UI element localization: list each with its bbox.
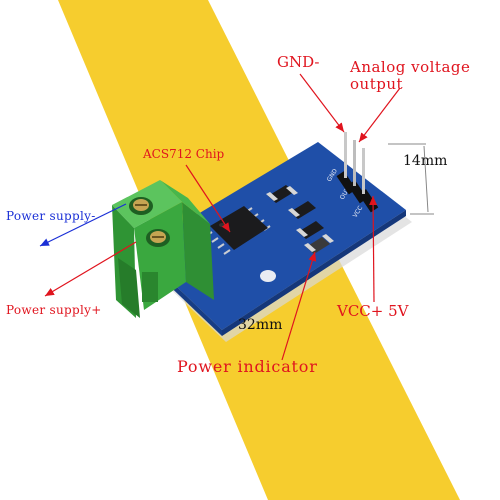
mounting-hole [260, 270, 276, 282]
pcb-edge-right [222, 210, 406, 336]
smd-components [266, 185, 334, 254]
analog-output-label-line2: output [350, 75, 404, 94]
gnd-label: GND- [277, 53, 320, 71]
arrow-power-indicator [281, 251, 317, 361]
screw-terminal [112, 180, 214, 318]
acs712-chip [205, 206, 271, 255]
width-dimension-label: 14mm [403, 153, 448, 169]
dimension-14mm [388, 143, 434, 215]
chip-label: ACS712 Chip [143, 147, 225, 161]
pointer-arrows [39, 73, 401, 361]
arrow-vcc [369, 195, 378, 303]
analog-output-label: Analog voltage output [350, 58, 471, 94]
length-dimension-label: 32mm [238, 317, 283, 333]
arrow-ps-minus [39, 203, 127, 247]
arrow-chip [185, 164, 231, 233]
arrow-gnd [299, 73, 345, 133]
vcc-label: VCC+ 5V [337, 302, 409, 320]
analog-output-label-line1: Analog voltage [350, 58, 471, 76]
power-supply-minus-label: Power supply- [6, 209, 96, 223]
power-indicator-label: Power indicator [177, 357, 318, 376]
arrow-ps-plus [44, 241, 137, 297]
header-pins [336, 132, 379, 213]
arrow-analog [358, 87, 401, 143]
power-supply-plus-label: Power supply+ [6, 303, 102, 317]
